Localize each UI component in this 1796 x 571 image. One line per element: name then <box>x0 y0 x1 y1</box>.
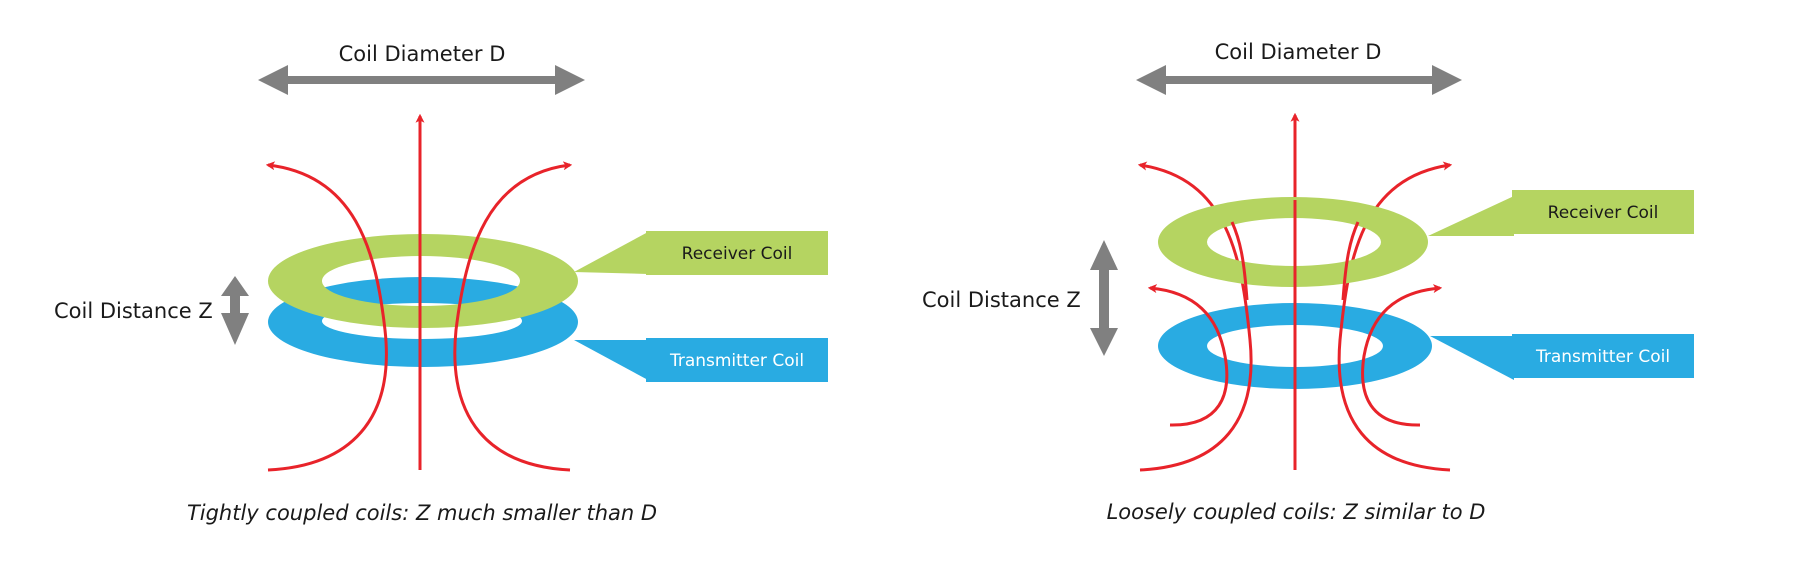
left-distance-label: Coil Distance Z <box>54 299 213 323</box>
left-caption: Tightly coupled coils: Z much smaller th… <box>187 501 657 525</box>
left-panel: Coil Diameter D Receiver Coil Transmitte… <box>54 42 828 525</box>
right-field-lines-front <box>1230 200 1360 301</box>
left-transmitter-callout: Transmitter Coil <box>574 338 828 382</box>
right-field-line-outer-left <box>1137 161 1253 472</box>
right-diameter-label: Coil Diameter D <box>1215 40 1382 64</box>
right-diameter-arrow <box>1136 65 1462 95</box>
left-field-line-left <box>265 161 388 472</box>
right-receiver-coil <box>1158 197 1428 287</box>
right-field-lines <box>1137 112 1453 472</box>
left-receiver-coil <box>268 234 578 328</box>
left-field-line-right <box>453 161 573 472</box>
right-caption: Loosely coupled coils: Z similar to D <box>1107 500 1486 524</box>
right-panel: Coil Diameter D Receiver Coil <box>922 40 1694 524</box>
left-receiver-label: Receiver Coil <box>682 244 793 264</box>
right-receiver-label: Receiver Coil <box>1548 203 1659 223</box>
right-field-line-inner-left <box>1147 284 1229 427</box>
right-field-line-inner-right <box>1361 284 1443 427</box>
right-transmitter-callout: Transmitter Coil <box>1430 334 1694 380</box>
left-field-lines <box>265 113 573 472</box>
right-distance-label: Coil Distance Z <box>922 288 1081 312</box>
left-diameter-arrow <box>258 65 585 95</box>
right-distance-arrow <box>1090 240 1118 356</box>
right-field-line-outer-right <box>1337 161 1453 472</box>
left-receiver-callout: Receiver Coil <box>574 231 828 275</box>
left-transmitter-label: Transmitter Coil <box>669 351 804 371</box>
right-transmitter-label: Transmitter Coil <box>1535 347 1670 367</box>
right-receiver-callout: Receiver Coil <box>1428 190 1694 236</box>
left-distance-arrow <box>221 276 249 345</box>
left-diameter-label: Coil Diameter D <box>339 42 506 66</box>
